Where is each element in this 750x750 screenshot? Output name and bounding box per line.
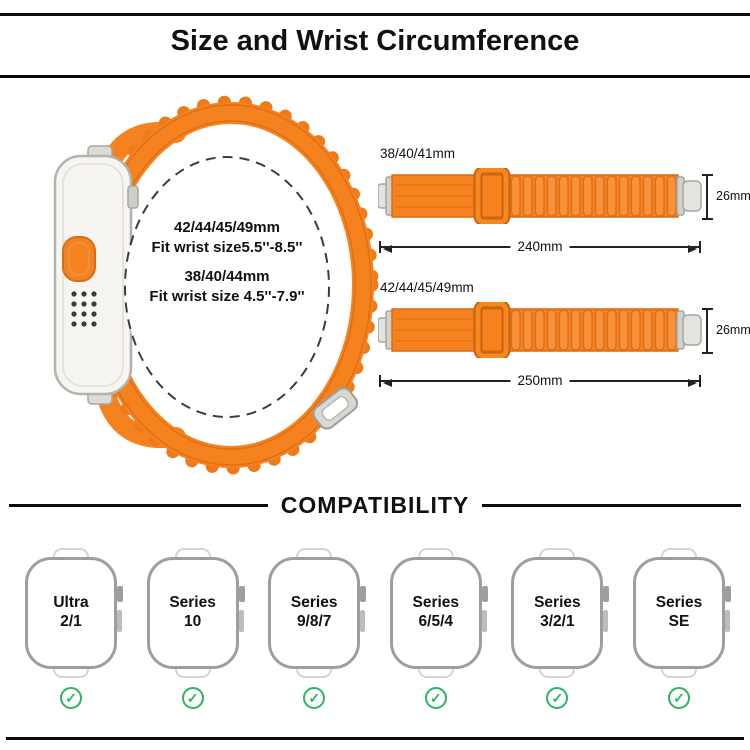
divider-left xyxy=(9,504,268,507)
band-stub-bottom xyxy=(174,669,211,678)
size-line-4: Fit wrist size 4.5''-7.9'' xyxy=(149,288,305,306)
band-stub-bottom xyxy=(660,669,697,678)
compatible-models-list: Ultra 2/1 ✓ Series 10 ✓ Series xyxy=(0,548,750,709)
top-divider xyxy=(0,13,750,16)
model-series-321: Series 3/2/1 ✓ xyxy=(502,548,612,709)
watch-outline-icon: Series 9/8/7 xyxy=(268,557,367,669)
band-length-label: 240mm xyxy=(510,239,570,254)
check-icon: ✓ xyxy=(60,687,82,709)
size-line-3: 38/40/44mm xyxy=(184,268,270,286)
model-label: Series 10 xyxy=(169,594,216,630)
band-length-label: 250mm xyxy=(510,373,570,388)
model-label: Series 9/8/7 xyxy=(290,594,338,630)
band-stub-top xyxy=(539,548,576,557)
wrist-size-text: 42/44/45/49mm Fit wrist size5.5''-8.5'' … xyxy=(120,218,334,307)
check-icon: ✓ xyxy=(667,687,690,709)
model-series-987: Series 9/8/7 ✓ xyxy=(259,548,369,709)
band-stub-bottom xyxy=(53,669,89,678)
title-underline-divider xyxy=(0,75,750,78)
model-label: Series 3/2/1 xyxy=(534,594,581,630)
arrow-left-icon xyxy=(383,245,392,253)
model-label: Series 6/5/4 xyxy=(412,594,460,630)
check-icon: ✓ xyxy=(181,687,204,709)
compatibility-header: COMPATIBILITY xyxy=(0,492,750,519)
watch-outline-icon: Ultra 2/1 xyxy=(25,557,123,669)
band-drawing-icon xyxy=(378,168,702,224)
model-ultra: Ultra 2/1 ✓ xyxy=(16,548,126,709)
model-label: Ultra 2/1 xyxy=(53,594,89,630)
watch-ultra-loop-icon xyxy=(53,95,379,475)
band-stub-top xyxy=(660,548,697,557)
check-icon: ✓ xyxy=(303,687,326,709)
width-dimension-line xyxy=(702,308,713,354)
arrow-right-icon xyxy=(688,379,697,387)
band-stub-bottom xyxy=(539,669,576,678)
band-stub-bottom xyxy=(296,669,333,678)
band-diagram-small: 38/40/41mm 26mm 240mm xyxy=(378,146,750,268)
arrow-right-icon xyxy=(688,245,697,253)
band-drawing-icon xyxy=(378,302,702,358)
model-series-654: Series 6/5/4 ✓ xyxy=(381,548,491,709)
band-stub-top xyxy=(53,548,89,557)
model-series-10: Series 10 ✓ xyxy=(138,548,248,709)
band-width-label: 26mm xyxy=(716,189,750,203)
width-dimension-line xyxy=(702,174,713,220)
band-stub-top xyxy=(296,548,333,557)
watch-outline-icon: Series SE xyxy=(632,557,731,669)
check-icon: ✓ xyxy=(424,687,447,709)
bottom-divider xyxy=(6,737,744,740)
arrow-left-icon xyxy=(383,379,392,387)
band-diagram-large: 42/44/45/49mm 26mm 250mm xyxy=(378,280,750,402)
length-dimension-line: 240mm xyxy=(379,239,701,254)
model-series-se: Series SE ✓ xyxy=(624,548,734,709)
band-size-label: 42/44/45/49mm xyxy=(380,280,474,295)
length-dimension-line: 250mm xyxy=(379,373,701,388)
band-width-label: 26mm xyxy=(716,323,750,337)
model-label: Series SE xyxy=(655,594,703,630)
size-line-2: Fit wrist size5.5''-8.5'' xyxy=(151,239,303,257)
check-icon: ✓ xyxy=(546,687,569,709)
band-stub-top xyxy=(174,548,211,557)
watch-outline-icon: Series 6/5/4 xyxy=(389,557,488,669)
size-line-1: 42/44/45/49mm xyxy=(174,219,280,236)
compatibility-title: COMPATIBILITY xyxy=(280,492,470,518)
page-title: Size and Wrist Circumference xyxy=(170,25,580,57)
band-stub-bottom xyxy=(417,669,454,678)
watch-band-illustration: 42/44/45/49mm Fit wrist size5.5''-8.5'' … xyxy=(36,90,380,486)
band-stub-top xyxy=(417,548,454,557)
watch-outline-icon: Series 3/2/1 xyxy=(511,557,610,669)
band-size-label: 38/40/41mm xyxy=(380,146,456,161)
watch-outline-icon: Series 10 xyxy=(146,557,245,669)
divider-right xyxy=(482,504,741,507)
